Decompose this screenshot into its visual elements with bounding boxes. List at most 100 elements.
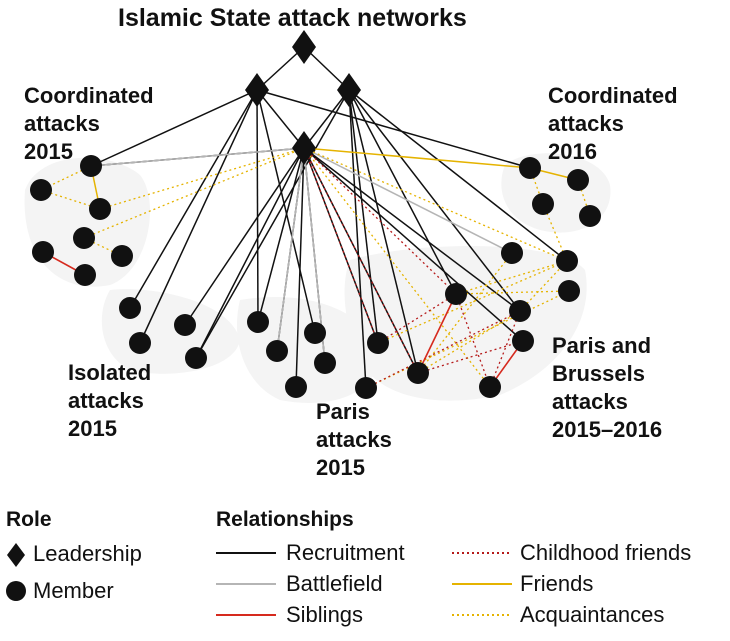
recruitment-edge-19 [195, 147, 305, 359]
recruitment-edge-14 [348, 89, 521, 312]
member-node-m3 [266, 340, 288, 362]
legend-siblings: Siblings [286, 602, 364, 627]
childhood-edge-53 [303, 147, 419, 374]
member-node-c7 [74, 264, 96, 286]
group-region-3 [236, 297, 380, 403]
recruitment-edge-1 [303, 46, 350, 91]
label-isolated-2015: Isolated attacks 2015 [68, 360, 152, 441]
leadership-diamond-top [292, 30, 316, 64]
recruitment-edge-26 [303, 147, 521, 312]
acquaintances-edge-51 [519, 260, 568, 312]
recruitment-edge-11 [348, 89, 419, 374]
recruitment-edge-0 [256, 46, 305, 91]
recruitment-edge-13 [348, 89, 457, 295]
member-node-i2 [174, 314, 196, 336]
recruitment-edge-10 [348, 89, 379, 344]
member-node-r4 [579, 205, 601, 227]
legend-acquaintances: Acquaintances [520, 602, 665, 627]
acquaintances-edge-48 [455, 260, 568, 295]
recruitment-edge-2 [256, 89, 305, 149]
member-node-c6 [111, 245, 133, 267]
recruitment-edge-24 [303, 147, 379, 344]
recruitment-edge-4 [90, 89, 258, 167]
childhood-edge-56 [455, 293, 491, 388]
member-node-c2 [30, 179, 52, 201]
member-node-x1 [367, 332, 389, 354]
member-node-p5 [509, 300, 531, 322]
member-node-m4 [314, 352, 336, 374]
member-node-c1 [80, 155, 102, 177]
childhood-edge-52 [303, 147, 457, 295]
member-node-r2 [567, 169, 589, 191]
member-node-m2 [304, 322, 326, 344]
legend-friends: Friends [520, 571, 594, 596]
acquaintances-edge-46 [417, 252, 513, 374]
acquaintances-edge-44 [303, 147, 491, 388]
friends-edge-32 [303, 147, 531, 169]
label-coordinated-2016: Coordinated attacks 2016 [548, 83, 678, 164]
battlefield-edge-30 [303, 147, 513, 254]
member-node-r3 [532, 193, 554, 215]
childhood-edge-55 [377, 293, 457, 344]
diagram-title: Islamic State attack networks [118, 4, 467, 32]
recruitment-edge-12 [348, 89, 367, 389]
member-node-m1 [247, 311, 269, 333]
member-circle-icon [6, 581, 26, 601]
member-node-c4 [73, 227, 95, 249]
childhood-edge-57 [365, 310, 521, 389]
member-node-i3 [129, 332, 151, 354]
member-node-r1 [519, 157, 541, 179]
leadership-diamond-mid [292, 131, 316, 165]
childhood-edge-59 [489, 310, 521, 388]
leadership-diamond-left [245, 73, 269, 107]
recruitment-edge-7 [256, 89, 259, 323]
recruitment-edge-20 [257, 147, 305, 323]
member-node-i1 [119, 297, 141, 319]
recruitment-edge-15 [348, 89, 568, 262]
recruitment-edge-27 [303, 147, 524, 342]
legend-role-icons [6, 543, 26, 601]
recruitment-edge-8 [256, 89, 316, 334]
legend-childhood-friends: Childhood friends [520, 540, 692, 565]
acquaintances-edge-37 [99, 147, 305, 210]
member-node-c5 [32, 241, 54, 263]
label-paris-brussels: Paris and Brussels attacks 2015–2016 [552, 333, 663, 442]
recruitment-edge-6 [139, 89, 258, 344]
member-node-p2 [556, 250, 578, 272]
member-node-x2 [407, 362, 429, 384]
childhood-edge-58 [417, 340, 524, 374]
member-node-x4 [479, 376, 501, 398]
battlefield-edge-28 [276, 147, 305, 352]
acquaintances-edge-49 [455, 290, 570, 295]
leadership-diamond-icon [7, 543, 25, 567]
recruitment-edge-23 [295, 147, 305, 388]
legend-battlefield: Battlefield [286, 571, 383, 596]
legend-swatches-left [216, 552, 276, 616]
siblings-edge-61 [417, 293, 457, 374]
label-paris-2015: Paris attacks 2015 [316, 399, 392, 480]
legend-role-member: Member [33, 578, 114, 603]
member-node-m5 [285, 376, 307, 398]
legend-recruitment: Recruitment [286, 540, 405, 565]
legend-swatches-right [452, 552, 512, 616]
member-node-p1 [501, 242, 523, 264]
legend-role-title: Role [6, 508, 52, 531]
member-node-c3 [89, 198, 111, 220]
recruitment-edge-5 [129, 89, 258, 309]
member-node-x3 [355, 377, 377, 399]
acquaintances-edge-45 [377, 260, 568, 344]
label-coordinated-2015: Coordinated attacks 2015 [24, 83, 154, 164]
recruitment-edge-16 [195, 89, 350, 359]
recruitment-edge-18 [184, 147, 305, 326]
legend-relationships-title: Relationships [216, 508, 354, 531]
recruitment-edge-3 [303, 89, 350, 149]
member-node-i4 [185, 347, 207, 369]
legend-role-leadership: Leadership [33, 541, 142, 566]
leadership-diamond-right [337, 73, 361, 107]
battlefield-edge-31 [90, 147, 305, 167]
group-region-4 [344, 246, 587, 401]
recruitment-edge-9 [256, 89, 531, 169]
member-node-p4 [445, 283, 467, 305]
